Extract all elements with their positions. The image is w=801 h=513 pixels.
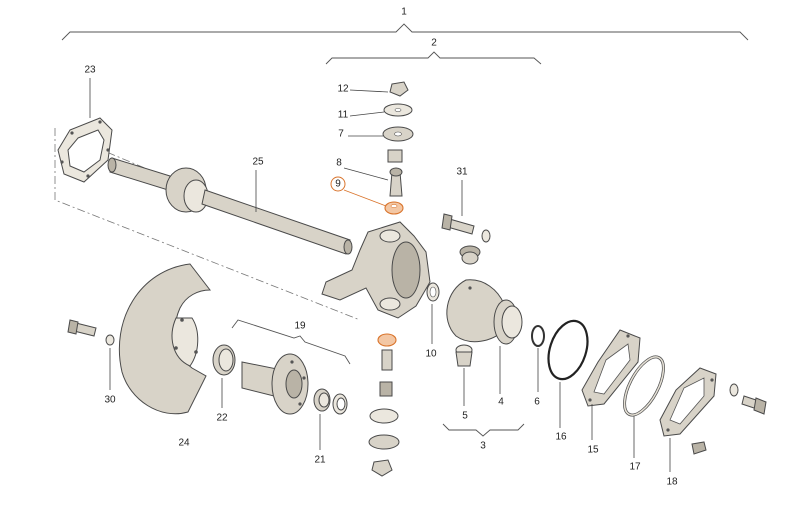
callout-30[interactable]: 30: [104, 395, 116, 406]
callout-11[interactable]: 11: [338, 110, 349, 121]
callout-19[interactable]: 19: [294, 321, 306, 332]
guide-line-left: [54, 128, 361, 321]
part-4-housing[interactable]: [446, 279, 523, 345]
part-18-backing-plate[interactable]: [659, 367, 717, 437]
part-31-bolt[interactable]: [441, 213, 491, 243]
part-25-axle-shaft[interactable]: [107, 157, 353, 255]
part-hub-flange[interactable]: [241, 353, 309, 415]
callout-2[interactable]: 2: [431, 38, 437, 49]
part-8-ball-joint[interactable]: [387, 149, 403, 197]
part-24-dust-shield[interactable]: [118, 263, 212, 415]
brace-assembly-2: [325, 51, 542, 65]
callout-31[interactable]: 31: [456, 167, 468, 178]
part-lower-washer-1[interactable]: [369, 408, 399, 424]
part-upper-bushing[interactable]: [459, 245, 481, 265]
callout-9[interactable]: 9: [335, 179, 341, 190]
part-bolt-right[interactable]: [729, 383, 767, 415]
part-10-washer[interactable]: [426, 282, 440, 302]
callout-18[interactable]: 18: [666, 477, 678, 488]
part-9-dust-boot[interactable]: [384, 201, 404, 215]
part-16-o-ring[interactable]: [542, 316, 595, 384]
part-5-bushing[interactable]: [455, 344, 473, 367]
callout-3[interactable]: 3: [480, 441, 486, 452]
part-12-nut-top[interactable]: [389, 81, 409, 97]
callout-1[interactable]: 1: [401, 7, 407, 18]
brace-assembly-1: [61, 23, 749, 41]
callout-4[interactable]: 4: [498, 397, 504, 408]
part-small-bolt-bottom[interactable]: [691, 441, 707, 455]
part-22-bearing[interactable]: [212, 344, 236, 376]
part-15-plate[interactable]: [581, 329, 641, 407]
part-7-washer[interactable]: [382, 126, 414, 142]
callout-15[interactable]: 15: [587, 445, 599, 456]
callout-5[interactable]: 5: [462, 411, 468, 422]
callout-21[interactable]: 21: [314, 455, 326, 466]
part-23-gasket[interactable]: [57, 117, 113, 183]
brace-assembly-3: [442, 423, 525, 437]
part-11-washer-top[interactable]: [383, 103, 413, 117]
callout-8[interactable]: 8: [336, 158, 342, 169]
part-lower-washer-2[interactable]: [368, 434, 400, 450]
part-21-bearing-seal[interactable]: [313, 388, 348, 415]
callout-9-highlight-ring: [330, 176, 346, 192]
callout-16[interactable]: 16: [555, 432, 567, 443]
callout-10[interactable]: 10: [425, 349, 437, 360]
part-6-washer[interactable]: [531, 325, 545, 347]
callout-7[interactable]: 7: [338, 129, 344, 140]
callout-6[interactable]: 6: [534, 397, 540, 408]
part-steering-knuckle[interactable]: [321, 221, 431, 319]
callout-17[interactable]: 17: [629, 462, 641, 473]
callout-22[interactable]: 22: [216, 413, 228, 424]
callout-25[interactable]: 25: [252, 157, 264, 168]
part-30-bolt[interactable]: [67, 319, 115, 346]
part-17-ring[interactable]: [617, 351, 672, 421]
callout-23[interactable]: 23: [84, 65, 96, 76]
part-lower-nut[interactable]: [371, 459, 393, 477]
part-lower-boot[interactable]: [377, 333, 397, 347]
callout-12[interactable]: 12: [337, 84, 349, 95]
brace-assembly-19: [231, 319, 351, 365]
part-lower-ball-joint[interactable]: [379, 349, 393, 397]
callout-24[interactable]: 24: [178, 438, 190, 449]
